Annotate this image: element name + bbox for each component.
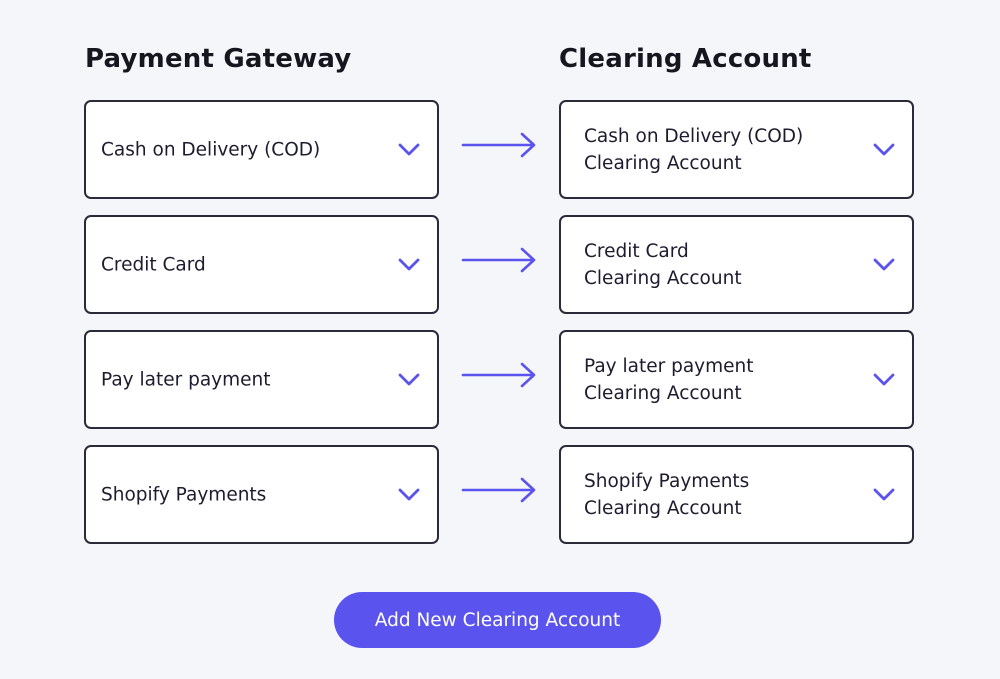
- chevron-down-icon[interactable]: [397, 487, 421, 503]
- chevron-down-icon[interactable]: [872, 142, 896, 158]
- chevron-down-icon[interactable]: [397, 257, 421, 273]
- clearing-select-value-line2: Clearing Account: [584, 267, 742, 289]
- chevron-down-icon[interactable]: [872, 487, 896, 503]
- arrow-right-icon: [461, 477, 536, 503]
- chevron-down-icon[interactable]: [872, 372, 896, 388]
- gateway-select-value: Shopify Payments: [101, 484, 267, 505]
- clearing-select-credit-card[interactable]: Credit Card Clearing Account: [559, 215, 914, 314]
- mapping-row-cod: Cash on Delivery (COD) Cash on Delivery …: [84, 100, 914, 199]
- clearing-select-value-line1: Credit Card: [584, 240, 689, 262]
- clearing-select-label: Shopify Payments Clearing Account: [584, 468, 749, 522]
- clearing-select-value-line2: Clearing Account: [584, 382, 742, 404]
- gateway-select-value: Credit Card: [101, 254, 206, 275]
- gateway-select-credit-card[interactable]: Credit Card: [84, 215, 439, 314]
- clearing-account-heading: Clearing Account: [559, 44, 812, 74]
- clearing-select-value-line1: Pay later payment: [584, 355, 754, 377]
- clearing-select-pay-later[interactable]: Pay later payment Clearing Account: [559, 330, 914, 429]
- payment-gateway-heading: Payment Gateway: [85, 44, 352, 74]
- add-new-clearing-account-button[interactable]: Add New Clearing Account: [334, 592, 661, 648]
- mapping-row-credit-card: Credit Card Credit Card Clearing Account: [84, 215, 914, 314]
- mapping-rows: Cash on Delivery (COD) Cash on Delivery …: [84, 100, 914, 560]
- gateway-select-label: Credit Card: [101, 251, 206, 278]
- gateway-select-value: Pay later payment: [101, 369, 271, 390]
- chevron-down-icon[interactable]: [397, 142, 421, 158]
- arrow-right-icon: [461, 132, 536, 158]
- clearing-select-value-line2: Clearing Account: [584, 497, 742, 519]
- arrow-right-icon: [461, 247, 536, 273]
- gateway-select-cod[interactable]: Cash on Delivery (COD): [84, 100, 439, 199]
- gateway-select-value: Cash on Delivery (COD): [101, 139, 321, 160]
- clearing-select-cod[interactable]: Cash on Delivery (COD) Clearing Account: [559, 100, 914, 199]
- clearing-select-label: Cash on Delivery (COD) Clearing Account: [584, 123, 803, 177]
- chevron-down-icon[interactable]: [397, 372, 421, 388]
- clearing-select-label: Credit Card Clearing Account: [584, 238, 742, 292]
- clearing-select-shopify-payments[interactable]: Shopify Payments Clearing Account: [559, 445, 914, 544]
- gateway-select-pay-later[interactable]: Pay later payment: [84, 330, 439, 429]
- clearing-select-value-line2: Clearing Account: [584, 152, 742, 174]
- gateway-select-label: Pay later payment: [101, 366, 271, 393]
- gateway-select-label: Cash on Delivery (COD): [101, 136, 320, 163]
- clearing-select-value-line1: Cash on Delivery (COD): [584, 125, 804, 147]
- mapping-row-shopify-payments: Shopify Payments Shopify Payments Cleari…: [84, 445, 914, 544]
- clearing-select-label: Pay later payment Clearing Account: [584, 353, 754, 407]
- arrow-right-icon: [461, 362, 536, 388]
- gateway-select-label: Shopify Payments: [101, 481, 266, 508]
- chevron-down-icon[interactable]: [872, 257, 896, 273]
- mapping-row-pay-later: Pay later payment Pay later payment Clea…: [84, 330, 914, 429]
- gateway-select-shopify-payments[interactable]: Shopify Payments: [84, 445, 439, 544]
- clearing-select-value-line1: Shopify Payments: [584, 470, 750, 492]
